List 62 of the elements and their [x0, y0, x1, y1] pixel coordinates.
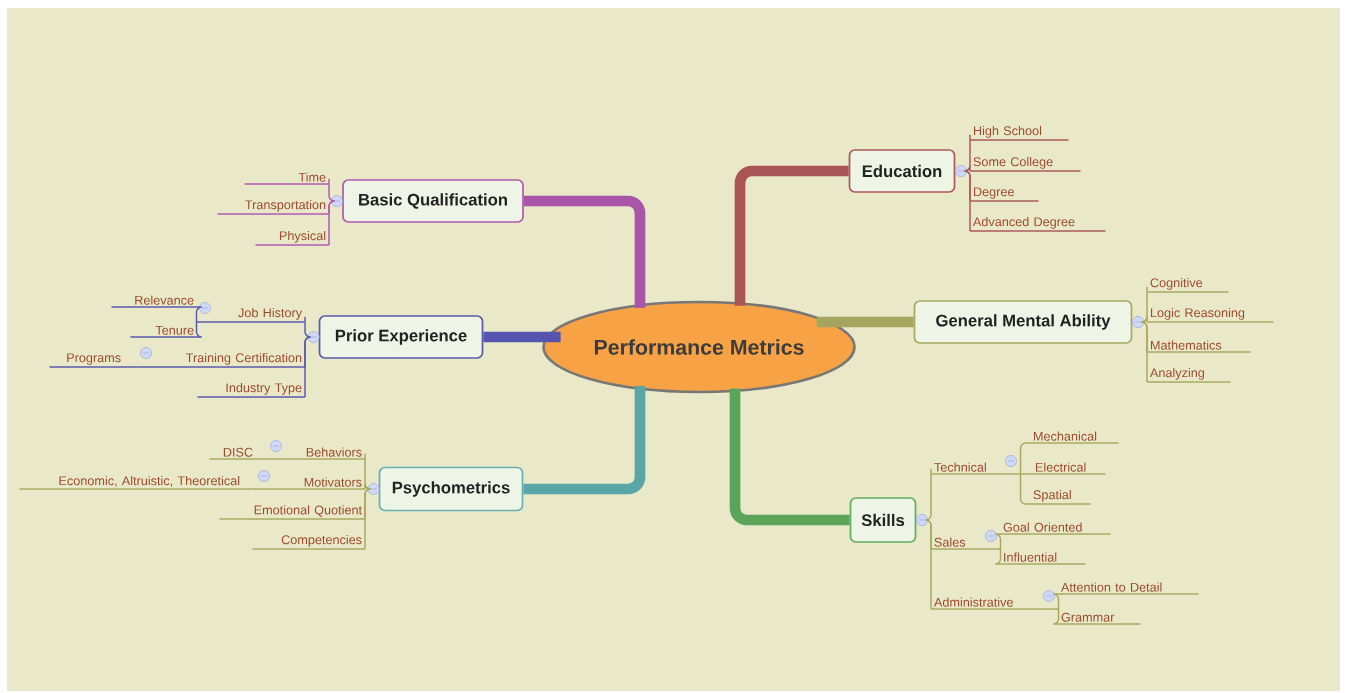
connector-line: [1052, 608, 1060, 625]
branch-line: [816, 316, 914, 328]
branch-line: [523, 195, 646, 308]
connector-line: [328, 200, 336, 246]
topic-label: Behaviors: [265, 447, 366, 460]
branch-line: [523, 386, 646, 495]
topic-label: Programs: [48, 353, 125, 368]
topic-label: Job History: [195, 307, 306, 323]
connector-line: [963, 170, 971, 232]
connector-line: [123, 366, 138, 368]
topic-label: Administrative: [930, 597, 1060, 610]
topic-box: Skills: [849, 497, 917, 543]
topic-label: Transportation: [216, 199, 330, 215]
connector-line: [924, 519, 932, 610]
connector-line: [994, 533, 1002, 550]
topic-box: Prior Experience: [318, 315, 484, 359]
topic-label: DISC: [208, 447, 257, 460]
connector-line: [1140, 321, 1148, 383]
topic-label: Spatial: [1029, 489, 1092, 505]
topic-label: Degree: [969, 187, 1040, 202]
topic-label: Sales: [930, 537, 1002, 550]
topic-label: Tenure: [129, 325, 198, 338]
branch-line: [729, 388, 850, 526]
topic-box: Basic Qualification: [342, 179, 524, 223]
topic-label: Emotional Quotient: [218, 505, 366, 520]
topic-label: Grammar: [1057, 612, 1142, 625]
connector-line: [195, 306, 203, 323]
connector-line: [1052, 593, 1060, 610]
connector-line: [364, 488, 372, 550]
topic-label: Goal Oriented: [999, 522, 1112, 535]
topic-label: Mathematics: [1146, 340, 1252, 353]
connector-line: [195, 321, 203, 338]
topic-label: Analyzing: [1146, 367, 1232, 383]
connector-line: [1019, 473, 1031, 505]
connector-line: [994, 548, 1002, 565]
connector-line: [304, 336, 312, 398]
branch-line: [734, 165, 849, 306]
topic-label: Economic, Altruistic, Theoretical: [18, 475, 244, 490]
topic-label: Time: [243, 172, 330, 185]
connector-line: [1019, 473, 1033, 475]
topic-label: Logic Reasoning: [1146, 307, 1275, 323]
topic-label: Motivators: [251, 477, 366, 490]
topic-label: Training Certification: [135, 352, 306, 368]
topic-label: Some College: [969, 156, 1082, 172]
topic-label: Advanced Degree: [969, 216, 1107, 232]
topic-label: Relevance: [110, 295, 198, 308]
topic-box: General Mental Ability: [913, 300, 1133, 344]
connector-line: [242, 488, 254, 490]
topic-label: Cognitive: [1146, 277, 1230, 293]
topic-box: Psychometrics: [378, 466, 524, 512]
branch-line: [483, 331, 561, 343]
topic-label: Competencies: [251, 534, 366, 550]
topic-label: Mechanical: [1029, 431, 1120, 444]
topic-label: Influential: [999, 552, 1087, 565]
topic-label: Industry Type: [196, 382, 306, 398]
connector-line: [255, 458, 268, 460]
topic-label: High School: [969, 125, 1070, 141]
topic-label: Physical: [254, 230, 330, 246]
topic-label: Technical: [930, 462, 1022, 475]
topic-label: Electrical: [1031, 462, 1107, 475]
topic-box: Education: [848, 149, 956, 193]
topic-label: Attention to Detail: [1057, 582, 1200, 595]
